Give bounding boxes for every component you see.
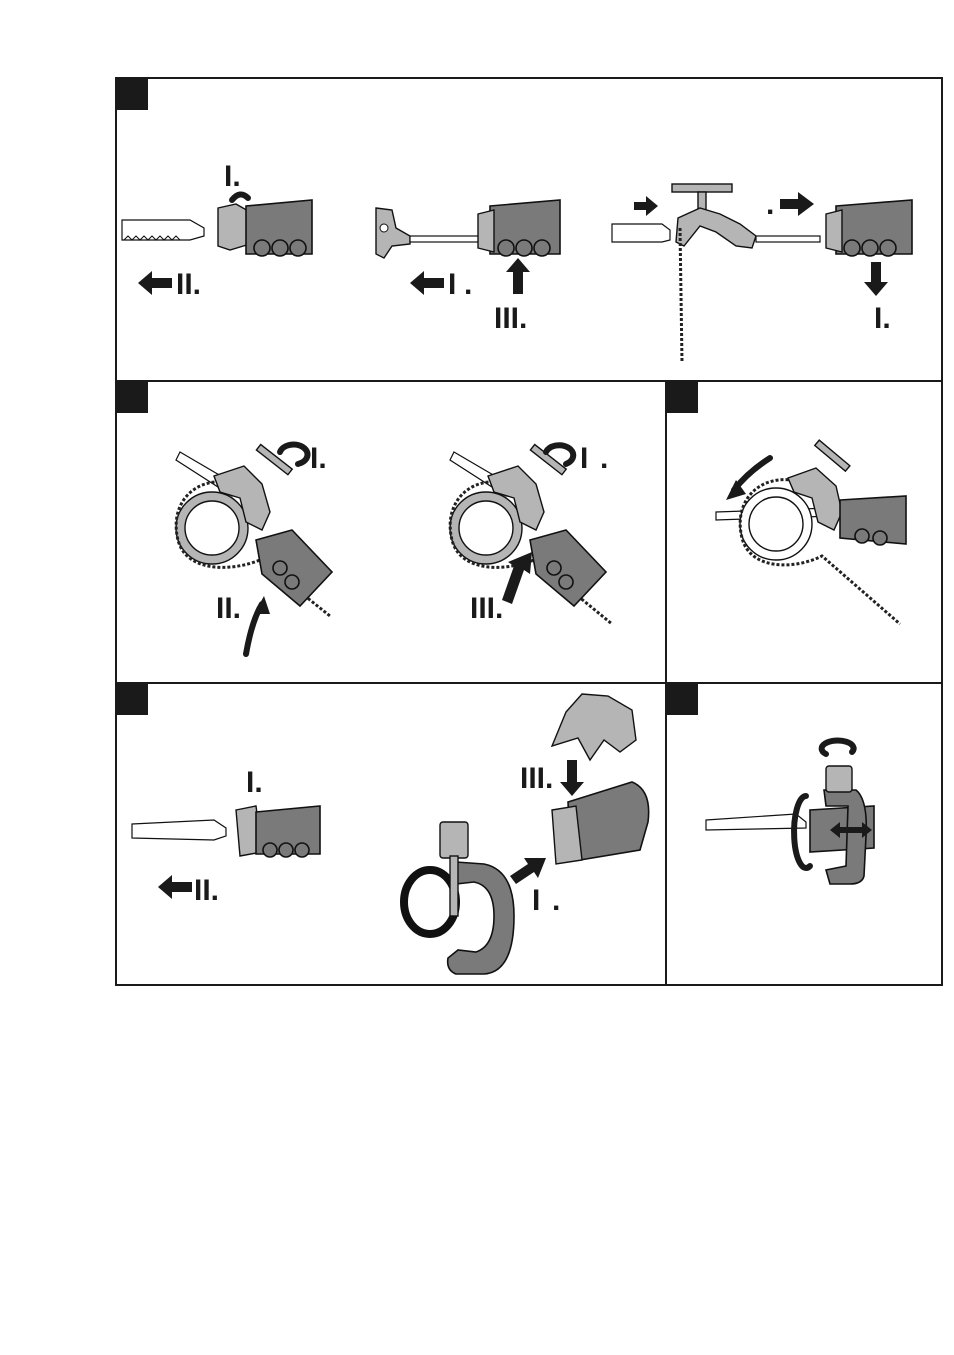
chain: [680, 228, 682, 362]
panel-3-cutting: [716, 440, 906, 624]
arrow-up-icon: [506, 258, 530, 294]
label-p2b-step-1: I: [580, 442, 588, 475]
panel-5-tab: [666, 683, 698, 715]
label-p2a-step-1: I.: [310, 442, 327, 475]
label-p2b-dot: .: [600, 442, 608, 475]
panel-3-tab: [666, 381, 698, 413]
label-p1a-step-1: I.: [224, 160, 241, 193]
arrow-left-icon: [138, 271, 172, 295]
panel-2-step-a: [176, 445, 332, 654]
label-p1c-dot: .: [766, 188, 774, 221]
panel-2-tab: [116, 381, 148, 413]
saw-housing: [530, 530, 606, 606]
label-p4a-step-2: II.: [194, 874, 219, 907]
label-p2a-step-2: II.: [216, 592, 241, 625]
clamp-knob: [440, 822, 468, 858]
arrow-down-icon: [560, 760, 584, 796]
label-p1b-step-1: I: [448, 268, 456, 301]
rotate-icon: [794, 796, 810, 868]
clamp-knob: [826, 766, 852, 792]
panel-4-step-b: [404, 694, 649, 974]
label-p1b-dot: .: [464, 268, 472, 301]
panel-4-step-a: [132, 806, 320, 899]
panel-5-adjust: [706, 740, 874, 884]
clamp-ring: [404, 870, 456, 934]
label-p4b-dot: .: [552, 884, 560, 917]
label-p1b-step-3: III.: [494, 302, 527, 335]
arrow-up-right-icon: [510, 858, 546, 884]
label-p4b-step-1: I: [532, 884, 540, 917]
arrow-up-right-icon: [502, 552, 532, 604]
saw-housing: [256, 530, 332, 606]
panel-4-tab: [116, 683, 148, 715]
dust-cover: [552, 694, 636, 760]
vise-t-handle: [672, 184, 732, 192]
rotate-icon: [822, 740, 854, 754]
arrow-right-icon: [780, 192, 814, 216]
shoe-adapter: [552, 806, 582, 864]
panel-1-step-c: [612, 184, 912, 362]
shoe-adapter: [376, 208, 410, 258]
label-p4a-step-1: I.: [246, 766, 263, 799]
panel-1-step-a: [122, 194, 312, 295]
arrow-down-icon: [864, 262, 888, 296]
label-p2b-step-3: III.: [470, 592, 503, 625]
label-p1c-step-1: I.: [874, 302, 891, 335]
panel-5-frame: [666, 683, 942, 985]
label-p1a-step-2: II.: [176, 268, 201, 301]
chain-vise: [676, 208, 756, 248]
arrow-left-icon: [158, 875, 192, 899]
arrow-left-icon: [410, 271, 444, 295]
rotate-icon: [280, 445, 308, 464]
panel-1-tab: [116, 78, 148, 110]
label-p4b-step-3: III.: [520, 762, 553, 795]
arrow-right-icon: [634, 196, 658, 216]
